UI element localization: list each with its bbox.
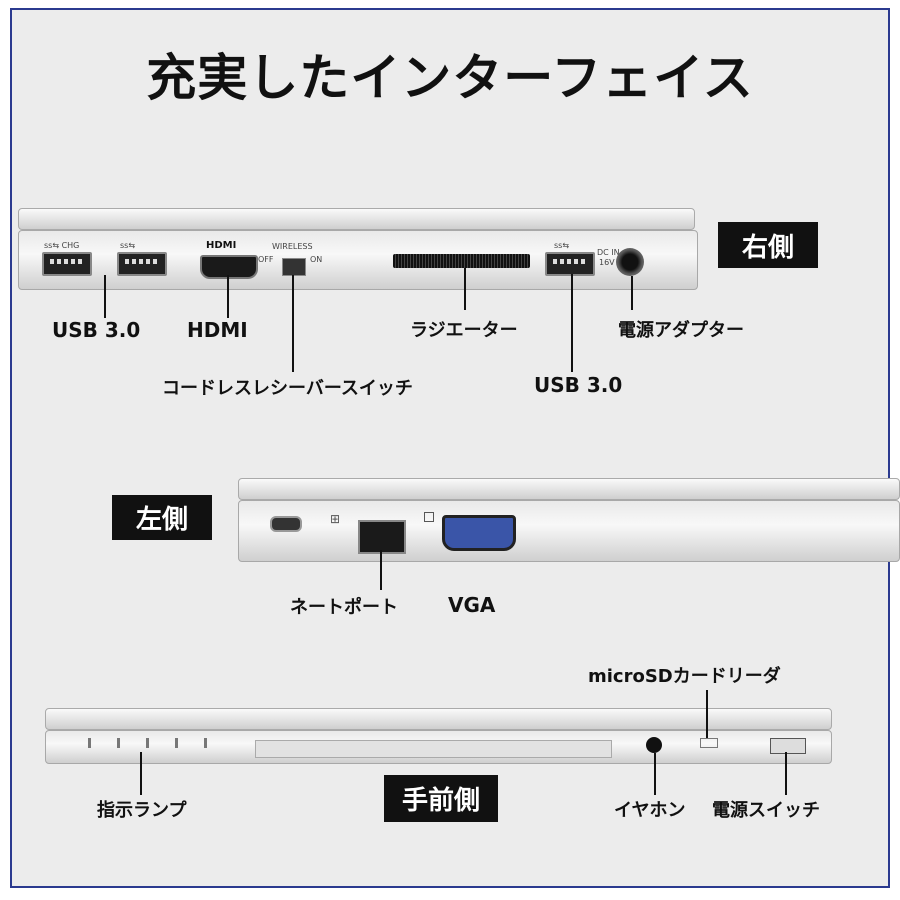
hdmi-marking: HDMI [206,240,237,251]
usb-label-2: USB 3.0 [534,373,623,397]
leader-line [227,275,229,318]
lan-label: ネートポート [290,597,398,618]
usb-port-2 [117,252,167,276]
leader-line [785,752,787,795]
dc-jack [616,248,644,276]
microsd-slot [700,738,718,748]
hdmi-label: HDMI [187,318,248,342]
wireless-marking: WIRELESS [272,242,313,251]
page-title: 充実したインターフェイス [146,49,754,107]
leader-line [104,275,106,318]
usb-marking: ss⇆ [120,241,136,250]
leader-line [292,275,294,372]
usb-port-1 [42,252,92,276]
power-switch [770,738,806,754]
front-side-badge: 手前側 [384,775,498,822]
receiver-switch-label: コードレスレシーバースイッチ [162,378,413,399]
vga-label: VGA [448,593,496,617]
wireless-switch [282,258,306,276]
vga-icon [424,512,434,522]
laptop-lid [45,708,832,730]
radiator-vent [393,254,530,268]
lock-slot [270,516,302,532]
power-adapter-label: 電源アダプター [618,320,744,341]
indicator-lamps [88,738,218,748]
front-panel [255,740,612,758]
laptop-lid [238,478,900,500]
laptop-body [238,500,900,562]
microsd-label: microSDカードリーダ [588,666,781,687]
leader-line [654,753,656,795]
usb-marking-2: ss⇆ [554,241,570,250]
dc-in-marking: DC IN [597,248,620,257]
leader-line [631,276,633,310]
lan-port [358,520,406,554]
right-side-badge: 右側 [718,222,818,268]
left-side-badge: 左側 [112,495,212,540]
laptop-lid [18,208,695,230]
usb-chg-marking: ss⇆ CHG [44,241,80,250]
leader-line [140,752,142,795]
off-marking: OFF [258,255,274,264]
leader-line [464,268,466,310]
lan-icon: ⊞ [330,512,341,526]
leader-line [380,550,382,590]
vga-port [442,515,516,551]
voltage-marking: 16V [599,258,615,267]
on-marking: ON [310,255,323,264]
earphone-label: イヤホン [614,800,686,821]
power-switch-label: 電源スイッチ [712,800,820,821]
usb-label-1: USB 3.0 [52,318,141,342]
leader-line [571,274,573,372]
leader-line [706,690,708,738]
radiator-label: ラジエーター [410,320,518,341]
earphone-jack [646,737,662,753]
hdmi-port [200,255,258,279]
indicator-lamps-label: 指示ランプ [97,800,187,821]
usb-port-3 [545,252,595,276]
